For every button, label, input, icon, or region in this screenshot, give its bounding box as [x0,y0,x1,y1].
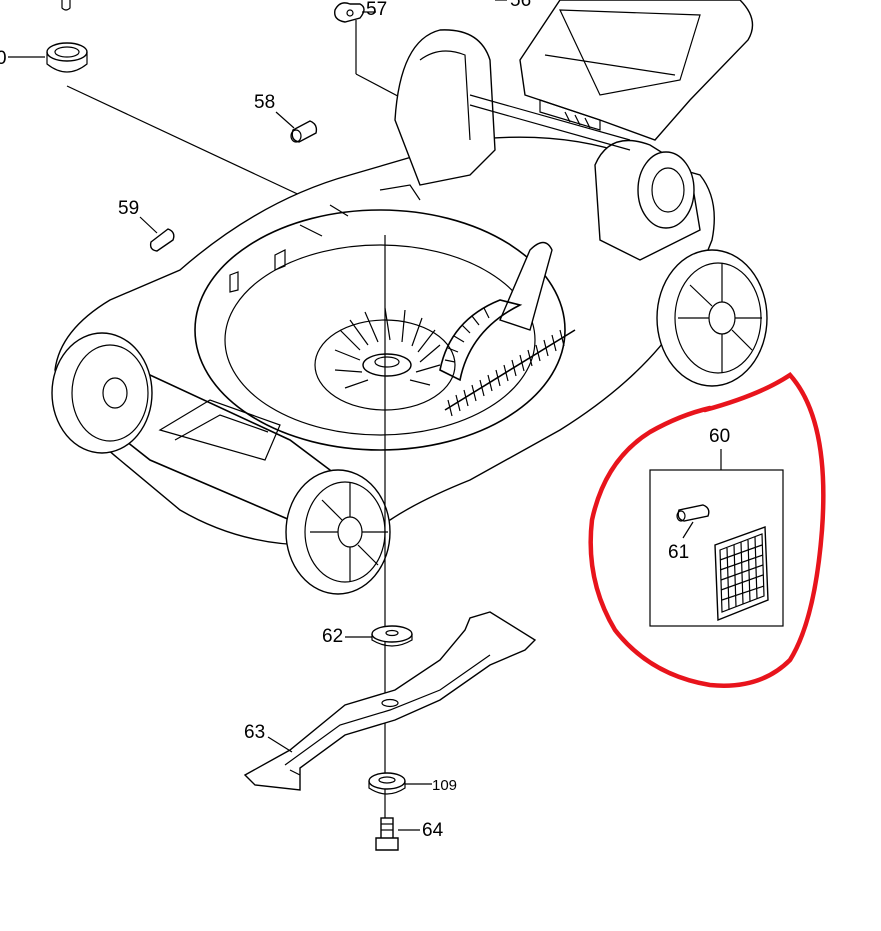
wheel-front-right [285,469,391,595]
blade-part-63: 63 [243,611,537,791]
callout-59: 59 [118,198,139,219]
pin-part-59: 59 [118,198,175,252]
wheel-front-left [51,332,153,454]
callout-58: 58 [254,92,275,113]
washer-part-62: 62 [322,625,413,647]
fan-blades [334,307,441,389]
callout-61: 61 [668,542,689,563]
callout-edge-left: 0 [0,48,7,69]
callout-56-group: 56 [495,0,531,11]
rear-grille [469,94,631,151]
bolt-part-64: 64 [375,817,444,851]
callout-57: 57 [366,0,387,20]
wheel-rear-right [656,249,768,387]
callout-56: 56 [510,0,531,11]
callout-63: 63 [244,722,265,743]
pin-part-58: 58 [254,92,318,143]
adjust-spring [444,329,576,417]
red-highlight-circle [588,372,826,688]
callout-62: 62 [322,626,343,647]
deck-slots [229,184,421,293]
washer-part-109: 109 [368,772,457,795]
clip-part-57: 57 [334,0,429,113]
callout-60: 60 [709,426,730,447]
callout-109: 109 [432,777,457,794]
mower-deck [54,0,754,546]
callout-64: 64 [422,820,444,841]
filter-grid-part [714,526,769,622]
kit-box-part-60: 60 61 [649,426,784,627]
wheel-rear-left [637,151,695,229]
